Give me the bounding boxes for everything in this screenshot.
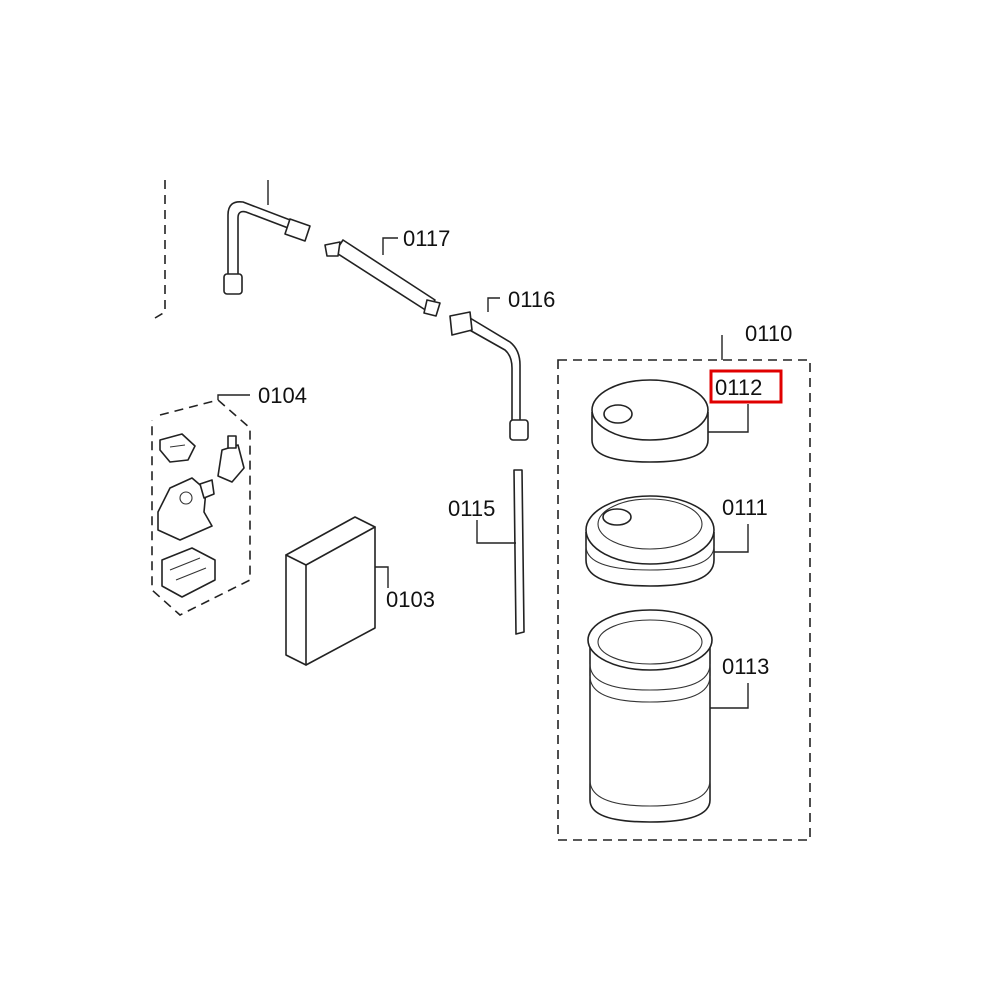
part-0112-lid: [591, 379, 749, 463]
label-0113: 0113: [722, 654, 769, 679]
label-0112: 0112: [715, 375, 762, 400]
part-bent-tube-top: [223, 180, 311, 295]
label-0116: 0116: [508, 287, 555, 312]
part-0103-block: [285, 516, 389, 666]
part-0116-bent-tube: [449, 297, 529, 441]
highlight-box: [709, 369, 783, 404]
partial-group-boundary: [154, 180, 166, 319]
label-0103: 0103: [386, 587, 435, 612]
label-0117: 0117: [403, 226, 450, 251]
part-0111-inner-lid: [585, 495, 749, 587]
label-0104: 0104: [258, 383, 307, 408]
label-0110: 0110: [745, 321, 792, 346]
part-0117-connector: [324, 237, 441, 317]
part-0110-container-group: [557, 335, 811, 841]
label-0111: 0111: [722, 495, 768, 520]
part-0113-jug: [587, 609, 749, 823]
part-0115-rod: [476, 469, 525, 635]
part-0104-valve-group: [151, 394, 251, 616]
label-0115: 0115: [448, 496, 495, 521]
